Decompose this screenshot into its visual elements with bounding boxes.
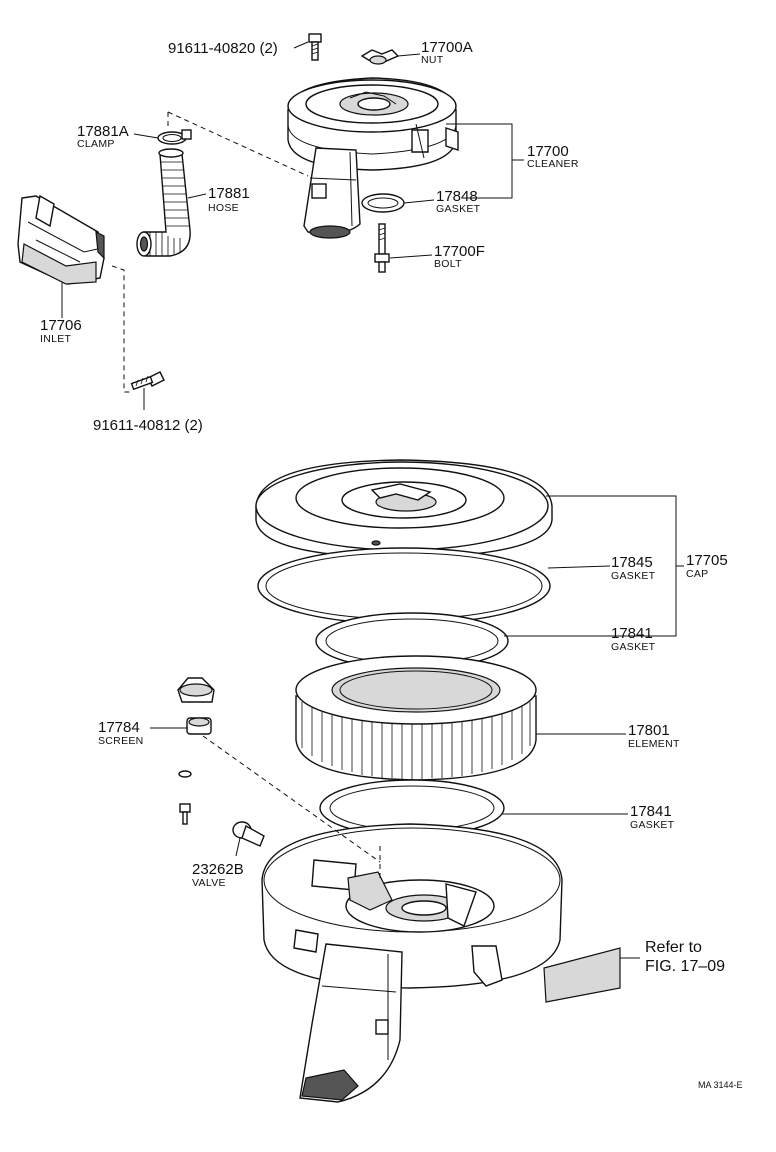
label-element-number: 17801 — [628, 722, 670, 739]
label-inlet-name: INLET — [40, 333, 72, 345]
reference-shape — [543, 947, 621, 1003]
label-gasket-mid-number: 17841 — [611, 625, 653, 642]
label-cap-name: CAP — [686, 568, 709, 580]
label-cleaner-name: CLEANER — [527, 158, 579, 170]
air-cleaner-base — [261, 823, 563, 1103]
label-cleaner-number: 17700 — [527, 143, 569, 160]
label-element-name: ELEMENT — [628, 738, 680, 750]
label-cap-number: 17705 — [686, 552, 728, 569]
label-inlet-number: 17706 — [40, 317, 82, 334]
bolt-91611-40820 — [308, 33, 322, 61]
label-screen-number: 17784 — [98, 719, 140, 736]
bolt-17700f — [374, 223, 390, 273]
label-gasket-cap-name: GASKET — [611, 570, 656, 582]
inlet-17706 — [17, 194, 105, 285]
label-nut-name: NUT — [421, 54, 444, 66]
label-bolt-f-number: 17700F — [434, 243, 485, 260]
bolt-91611-40812 — [130, 371, 165, 391]
label-gasket-top-number: 17848 — [436, 188, 478, 205]
label-nut-number: 17700A — [421, 39, 473, 56]
label-gasket-low-name: GASKET — [630, 819, 675, 831]
clamp-17881a — [157, 129, 192, 145]
label-gasket-low-number: 17841 — [630, 803, 672, 820]
cap-17705 — [255, 459, 553, 559]
reference-line2: FIG. 17–09 — [645, 958, 725, 975]
label-gasket-top-name: GASKET — [436, 203, 481, 215]
reference-line1: Refer to — [645, 939, 702, 956]
element-17801 — [295, 655, 537, 781]
figure-code: MA 3144-E — [698, 1080, 743, 1090]
label-screen-name: SCREEN — [98, 735, 144, 747]
valve-23262b — [232, 821, 265, 847]
label-bolt-bottom-number: 91611-40812 (2) — [93, 417, 203, 434]
label-clamp-number: 17881A — [77, 123, 129, 140]
gasket-17848 — [361, 193, 405, 213]
label-valve-number: 23262B — [192, 861, 244, 878]
label-valve-name: VALVE — [192, 877, 226, 889]
label-bolt-top-number: 91611-40820 (2) — [168, 40, 278, 57]
screen-17784 — [177, 677, 215, 825]
label-bolt-f-name: BOLT — [434, 258, 462, 270]
hose-17881 — [136, 148, 191, 257]
air-cleaner-housing-17700 — [287, 77, 459, 239]
label-gasket-mid-name: GASKET — [611, 641, 656, 653]
label-clamp-name: CLAMP — [77, 138, 115, 150]
leader-lines — [61, 41, 684, 959]
label-hose-name: HOSE — [208, 202, 239, 214]
label-gasket-cap-number: 17845 — [611, 554, 653, 571]
wing-nut-17700a — [360, 49, 400, 65]
label-hose-number: 17881 — [208, 185, 250, 202]
gasket-17841-lower — [319, 779, 505, 837]
